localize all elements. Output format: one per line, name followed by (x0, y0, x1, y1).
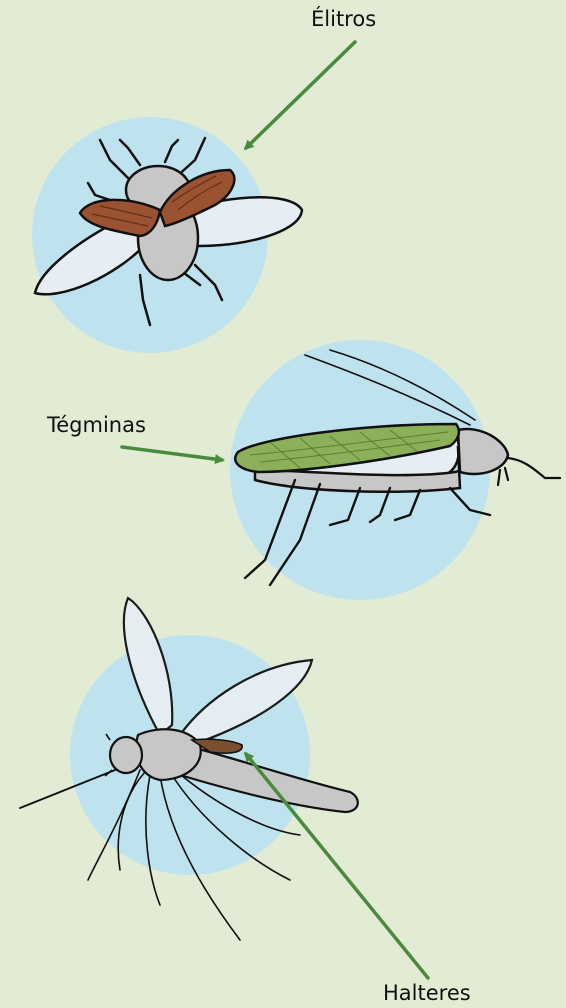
cricket-icon (230, 340, 560, 600)
cricket-head (458, 429, 508, 474)
tegmina-arrow (122, 447, 222, 460)
elytra-arrow (246, 42, 355, 148)
tegmina-label: Tégminas (47, 413, 146, 437)
elytra-label: Élitros (311, 7, 376, 31)
halteres-label: Halteres (383, 981, 471, 1005)
beetle-icon (32, 117, 302, 353)
mosquito-icon (20, 598, 358, 940)
mosquito-head (110, 737, 142, 773)
